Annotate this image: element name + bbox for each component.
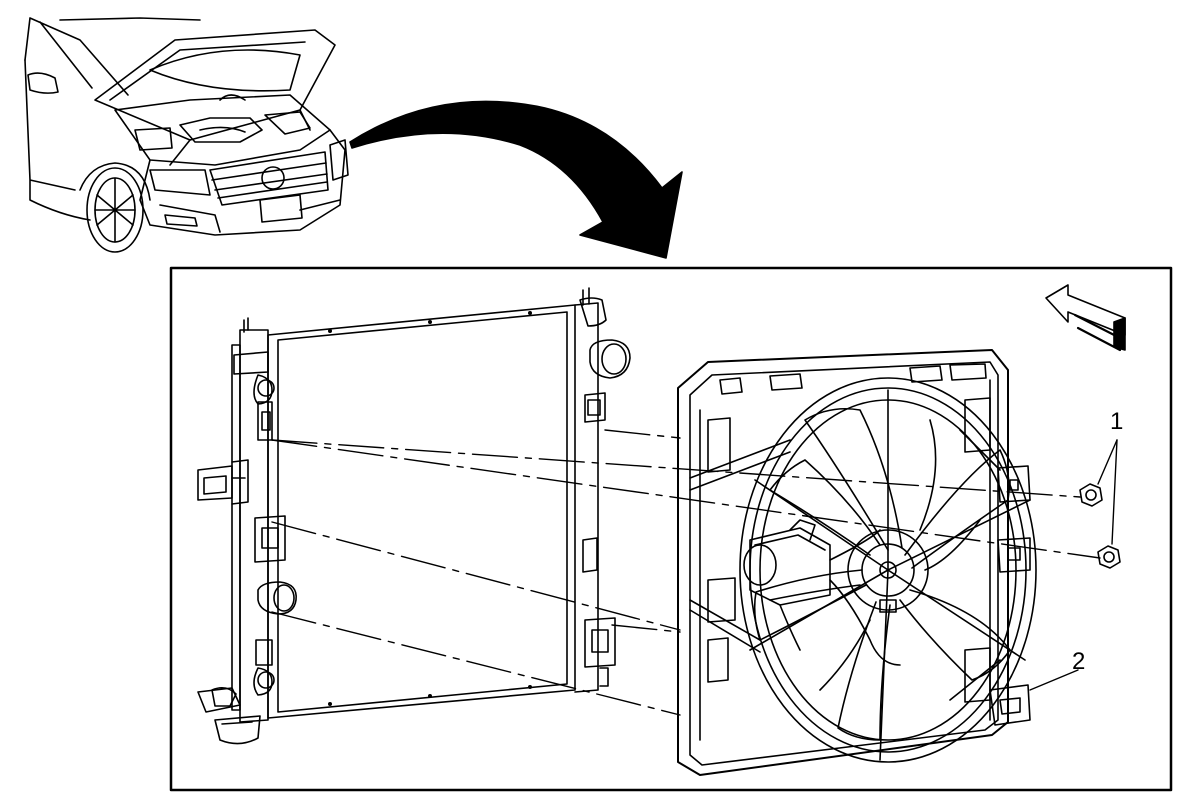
- assembly-leader-lines: [271, 429, 1101, 716]
- bolt-lower: [1097, 545, 1121, 569]
- callout-number-1: 1: [1110, 408, 1124, 435]
- forward-direction-arrow-icon: [1045, 284, 1126, 352]
- curved-arrow-icon: [349, 100, 683, 259]
- detail-frame: [169, 266, 1173, 792]
- car-with-open-hood-icon: [24, 17, 349, 253]
- cooling-fan-shroud-assembly: [677, 349, 1037, 776]
- bolt-upper: [1079, 483, 1103, 507]
- callout-number-2: 2: [1072, 648, 1086, 675]
- fan-shroud-bolts: [1079, 483, 1121, 569]
- radiator: [197, 287, 631, 745]
- callout-leaders: [1029, 439, 1118, 691]
